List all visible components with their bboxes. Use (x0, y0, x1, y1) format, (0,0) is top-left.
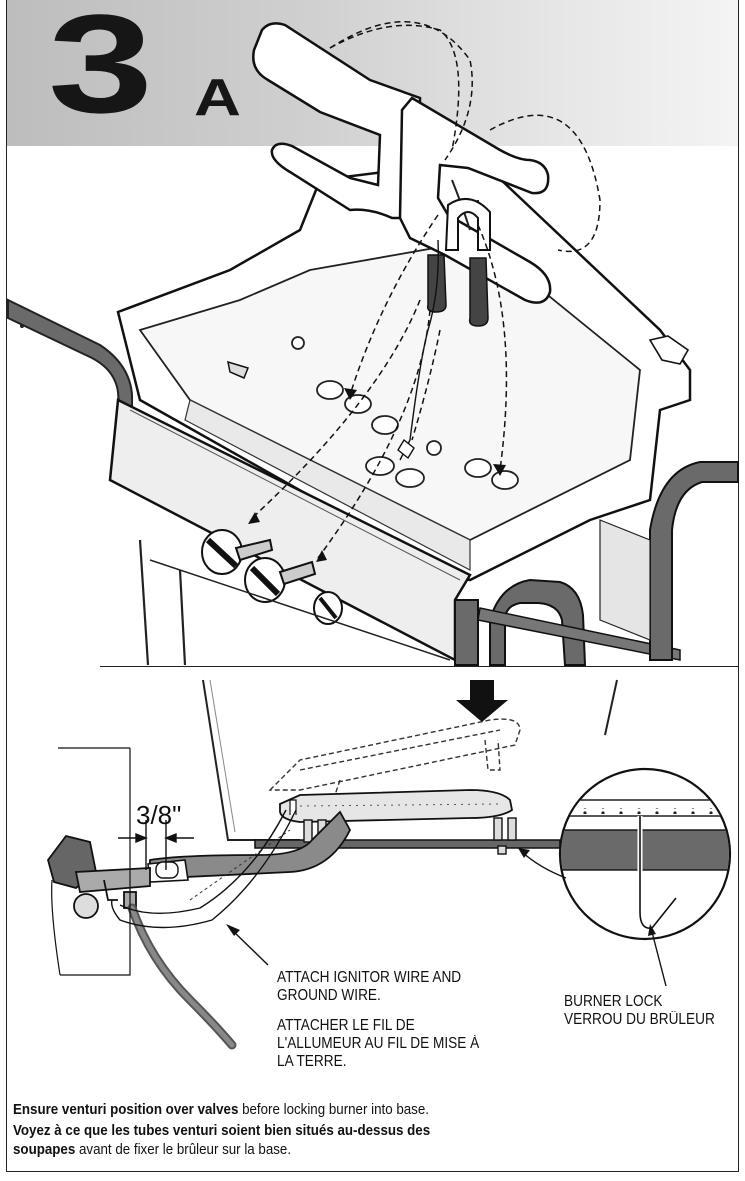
cart-front-legs (138, 539, 187, 666)
arrowheads (248, 388, 506, 562)
burner-base-plate (254, 839, 561, 849)
right-cart-frame (489, 578, 587, 666)
burner-right (398, 96, 552, 304)
lock-label-pointer (651, 931, 667, 987)
left-side-shelf (7, 298, 133, 421)
valve-assembly (47, 834, 151, 919)
ignitor-wire (110, 809, 297, 929)
ignitor-label-en-1: ATTACH IGNITOR WIRE AND (277, 969, 462, 986)
burner-lock-label-fr: VERROU DU BRÛLEUR (564, 1011, 715, 1028)
section-divider (100, 666, 738, 667)
dimension-label: 3/8" (136, 800, 182, 830)
footer-fr: Voyez à ce que les tubes venturi soient … (13, 1122, 491, 1160)
footer-en-rest: before locking burner into base. (238, 1102, 429, 1118)
footer-en-bold: Ensure venturi position over valves (13, 1102, 239, 1118)
ignitor-label-fr-1: ATTACHER LE FIL DE (277, 1017, 415, 1034)
wing-nut (227, 360, 250, 379)
ignitor-label-fr-3: LA TERRE. (277, 1053, 347, 1070)
burner-venturi-right (468, 257, 489, 327)
step-letter: A (194, 69, 241, 127)
wire-pointer (231, 929, 269, 966)
burner-left (252, 22, 422, 220)
ground-wire (119, 809, 287, 914)
step-number: 3 (48, 0, 153, 142)
valve-bracket (51, 747, 131, 976)
burner-lock-label-en: BURNER LOCK (564, 993, 663, 1010)
footer-fr-rest: avant de fixer le brûleur sur la base. (75, 1142, 292, 1158)
footer-fr-bold-2: soupapes (13, 1142, 76, 1158)
footer-fr-bold-1: Voyez à ce que les tubes venturi soient … (13, 1123, 431, 1139)
burner-lock-detail (558, 767, 732, 941)
page-frame (6, 0, 739, 1172)
control-knobs (201, 529, 343, 625)
ignitor-wire-top (399, 239, 439, 461)
assembly-arrows (249, 21, 601, 559)
ignitor-label-fr-2: L'ALLUMEUR AU FIL DE MISE À (277, 1035, 480, 1052)
down-arrow (456, 680, 508, 722)
footer-en: Ensure venturi position over valves befo… (13, 1101, 491, 1120)
footer-instructions: Ensure venturi position over valves befo… (13, 1101, 491, 1162)
ignitor-label-en-2: GROUND WIRE. (277, 987, 381, 1004)
dimension-marker (118, 820, 194, 870)
